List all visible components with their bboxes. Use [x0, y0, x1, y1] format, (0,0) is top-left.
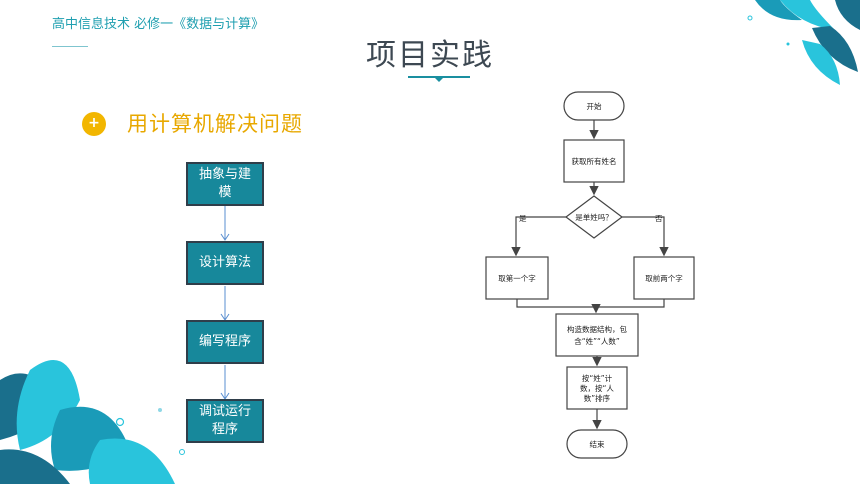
- flow-yes-label: 是: [519, 214, 527, 223]
- flow-sort-label-2: 数，按“人: [580, 383, 614, 393]
- flow-get-names-node: [563, 139, 625, 183]
- flow-take-two-label: 取前两个字: [645, 273, 683, 283]
- flow-end-node: [566, 429, 628, 459]
- flow-take-first-node: [485, 256, 549, 300]
- flow-sort-label-3: 数”排序: [584, 393, 611, 403]
- flow-get-names-label: 获取所有姓名: [572, 156, 617, 166]
- flow-build-label-1: 构造数据结构，包: [567, 324, 627, 334]
- title-underline-caret: [434, 77, 444, 82]
- step-debug-run: 调试运行程序: [186, 399, 264, 443]
- flow-no-label: 否: [655, 214, 663, 223]
- flow-take-first-label: 取第一个字: [498, 273, 536, 283]
- plus-icon: +: [82, 112, 106, 136]
- flow-sort-label-1: 按“姓”计: [582, 373, 613, 383]
- flow-decision-label: 是单姓吗？: [575, 212, 613, 222]
- flow-take-two-node: [633, 256, 695, 300]
- section-heading: 用计算机解决问题: [127, 112, 303, 136]
- flow-build-label-2: 含“姓”“人数”: [574, 336, 620, 346]
- step-write-program: 编写程序: [186, 320, 264, 364]
- flow-end-label: 结束: [590, 439, 605, 449]
- slide-title: 项目实践: [366, 38, 494, 73]
- course-label: 高中信息技术 必修一《数据与计算》: [52, 17, 265, 32]
- leaf-decoration-bottom-left: [0, 360, 185, 484]
- flow-start-label: 开始: [587, 101, 602, 111]
- header-divider: [52, 46, 88, 47]
- flow-build-node: [555, 313, 639, 357]
- step-design-algorithm: 设计算法: [186, 241, 264, 285]
- flow-decision-node: [565, 195, 623, 239]
- step-abstract-model: 抽象与建模: [186, 162, 264, 206]
- leaf-decoration-top-right: [747, 0, 860, 85]
